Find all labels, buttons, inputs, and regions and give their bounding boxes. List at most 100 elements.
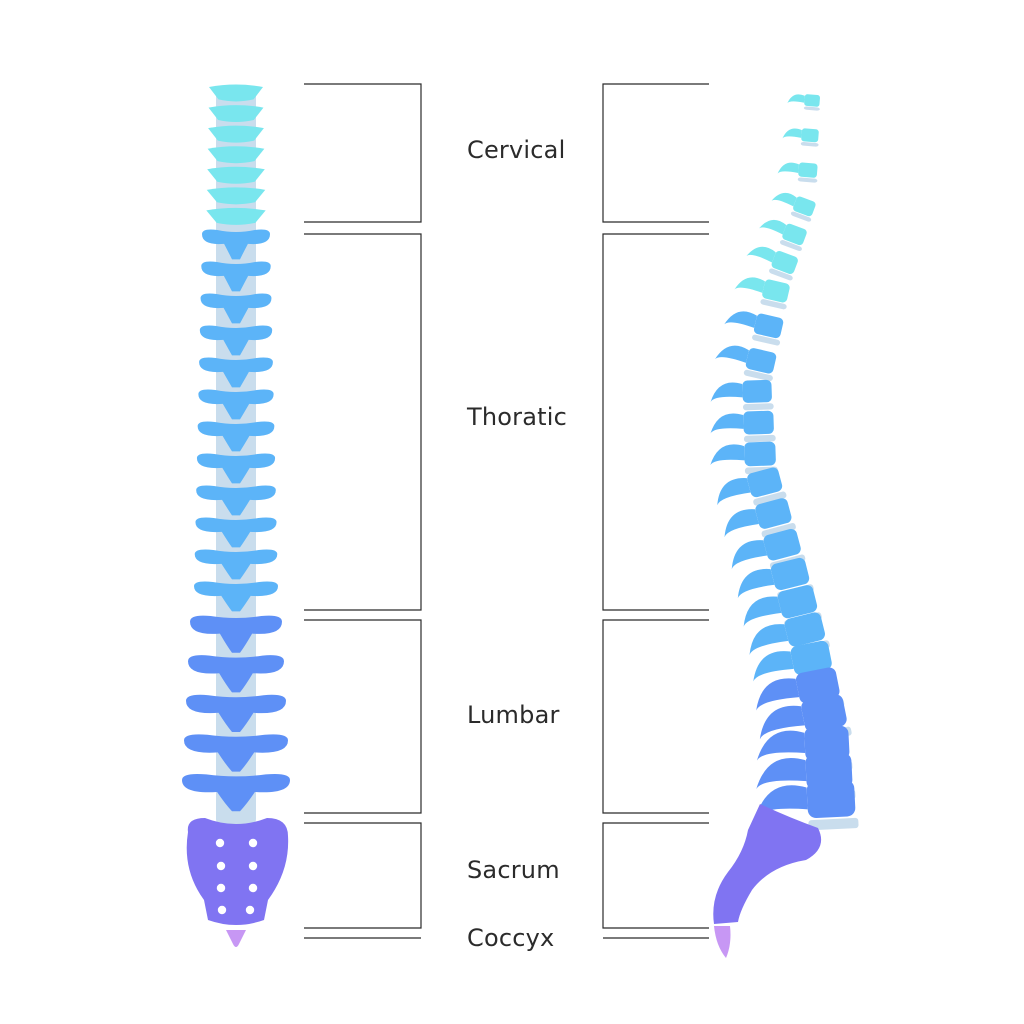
spinous-process xyxy=(756,678,800,711)
label-cervical: Cervical xyxy=(467,136,566,164)
lumbar-bracket-right xyxy=(602,619,709,814)
vertebral-body xyxy=(793,196,816,217)
lumbar-vertebra xyxy=(190,615,282,653)
thoratic-vertebra xyxy=(194,581,278,612)
coccyx-posterior xyxy=(226,930,246,947)
cervical-bracket-right xyxy=(602,83,709,223)
disc-lateral xyxy=(743,369,773,382)
disc-lateral xyxy=(790,211,812,222)
disc-lateral xyxy=(761,523,796,538)
cervical-vertebra-lateral xyxy=(777,162,818,183)
sacral-foramen xyxy=(215,838,225,848)
cervical-vertebra xyxy=(206,187,266,205)
thoratic-vertebra-lateral xyxy=(724,498,796,538)
vertebral-body xyxy=(745,348,777,374)
spinous-process xyxy=(734,277,766,293)
spinous-process xyxy=(759,219,787,235)
sacral-foramen xyxy=(248,883,258,893)
vertebral-body xyxy=(762,279,790,303)
thoratic-vertebra-lateral xyxy=(710,410,776,443)
spinous-process xyxy=(731,540,768,570)
vertebral-body xyxy=(782,223,807,246)
spinous-process xyxy=(759,705,805,740)
vertebral-body xyxy=(777,585,818,619)
cervical-vertebra xyxy=(208,105,264,123)
vertebral-body xyxy=(763,528,801,561)
vertebral-body xyxy=(755,498,792,529)
thoratic-vertebra xyxy=(199,325,273,356)
cervical-vertebra xyxy=(206,207,266,225)
sacral-foramen xyxy=(245,905,255,915)
vertebral-body xyxy=(795,667,840,704)
spinous-process xyxy=(715,345,749,363)
spinous-process xyxy=(724,311,757,328)
thoratic-vertebra xyxy=(194,549,278,580)
sacrum-bracket-right xyxy=(602,822,709,929)
spinous-process xyxy=(737,569,775,599)
cervical-vertebra-lateral xyxy=(759,219,807,251)
thoratic-vertebra xyxy=(195,517,277,548)
spinous-process xyxy=(717,478,751,506)
sacral-foramen xyxy=(248,838,258,848)
cervical-vertebra-lateral xyxy=(746,246,798,281)
sacrum-lateral xyxy=(713,804,822,924)
spinous-process xyxy=(756,757,807,789)
spinous-process xyxy=(743,596,782,627)
thoratic-vertebra-lateral xyxy=(710,379,774,411)
lumbar-vertebra xyxy=(188,655,284,693)
disc-lateral xyxy=(803,106,820,111)
sacral-foramen xyxy=(248,861,258,871)
thoratic-vertebra xyxy=(196,453,276,484)
label-coccyx: Coccyx xyxy=(467,924,555,952)
cervical-vertebra xyxy=(209,84,263,102)
vertebral-body xyxy=(742,379,772,403)
region-brackets xyxy=(304,83,709,939)
vertebral-body xyxy=(798,162,818,178)
spinous-process xyxy=(753,651,794,682)
label-lumbar: Lumbar xyxy=(467,701,560,729)
coccyx-lateral xyxy=(714,926,731,958)
cervical-vertebra-lateral xyxy=(782,128,819,147)
disc-lateral xyxy=(808,817,859,831)
thoratic-vertebra xyxy=(198,389,274,420)
spinous-process xyxy=(782,128,802,139)
spinous-process xyxy=(756,730,806,761)
lumbar-vertebra xyxy=(184,734,288,772)
vertebral-body xyxy=(804,725,850,762)
thoratic-vertebra-lateral xyxy=(717,467,787,506)
thoratic-vertebra xyxy=(200,293,272,324)
spinous-process xyxy=(724,509,759,538)
cervical-vertebra xyxy=(207,166,265,184)
thoratic-vertebra xyxy=(201,261,271,292)
disc-lateral xyxy=(760,299,787,310)
thoratic-vertebra-lateral xyxy=(715,345,777,382)
spinous-process xyxy=(749,624,789,656)
vertebral-body xyxy=(753,313,784,339)
vertebral-body xyxy=(744,441,776,467)
spinous-process xyxy=(771,192,797,207)
sacral-foramen xyxy=(216,861,226,871)
cervical-vertebra-lateral xyxy=(734,277,790,310)
lumbar-vertebra-lateral xyxy=(755,780,859,831)
thoratic-vertebra xyxy=(199,357,273,388)
cervical-bracket-left xyxy=(304,83,422,223)
spinous-process xyxy=(710,444,745,466)
spinous-process xyxy=(787,94,805,104)
vertebral-body xyxy=(804,94,820,107)
cervical-vertebra xyxy=(208,125,264,143)
vertebral-body xyxy=(771,250,798,274)
lumbar-bracket-left xyxy=(304,619,422,814)
sacrum-posterior xyxy=(186,818,289,925)
thoratic-vertebra-lateral xyxy=(724,311,784,346)
disc-lateral xyxy=(743,434,776,443)
lumbar-vertebra xyxy=(182,773,290,812)
vertebral-body xyxy=(747,467,783,498)
disc-lateral xyxy=(779,240,802,251)
vertebral-body xyxy=(806,780,856,819)
spinous-process xyxy=(710,382,743,402)
posterior-view xyxy=(182,84,290,947)
thoratic-vertebra xyxy=(202,229,270,260)
sacral-foramen xyxy=(216,883,226,893)
